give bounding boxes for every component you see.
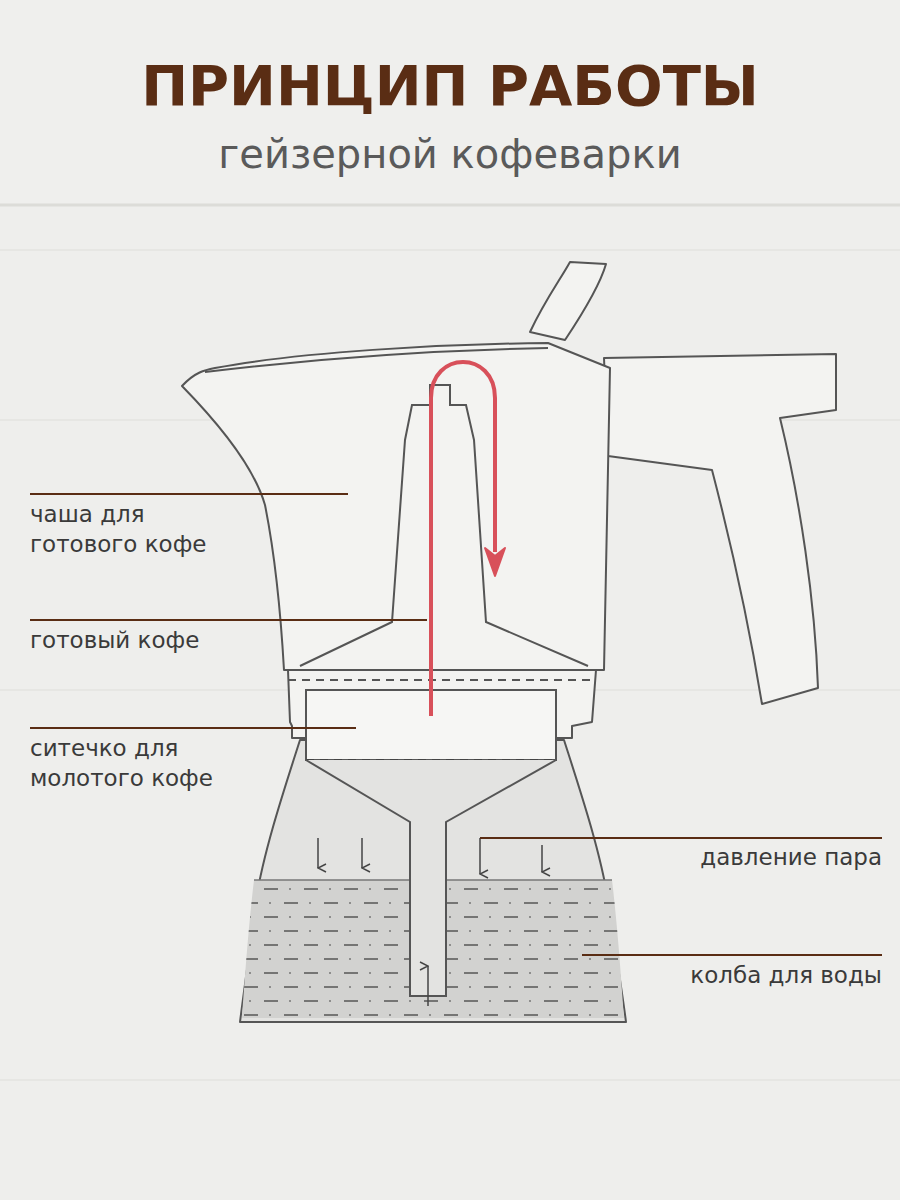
callout-label: чаша для готового кофе [30,500,245,560]
callout-label: давление пара [582,843,882,873]
callout-label: колба для воды [582,961,882,991]
callout-label: ситечко для молотого кофе [30,734,245,794]
page-subtitle: гейзерной кофеварки [0,132,900,176]
page-title: ПРИНЦИП РАБОТЫ [0,58,900,114]
callout-label: готовый кофе [30,626,330,656]
